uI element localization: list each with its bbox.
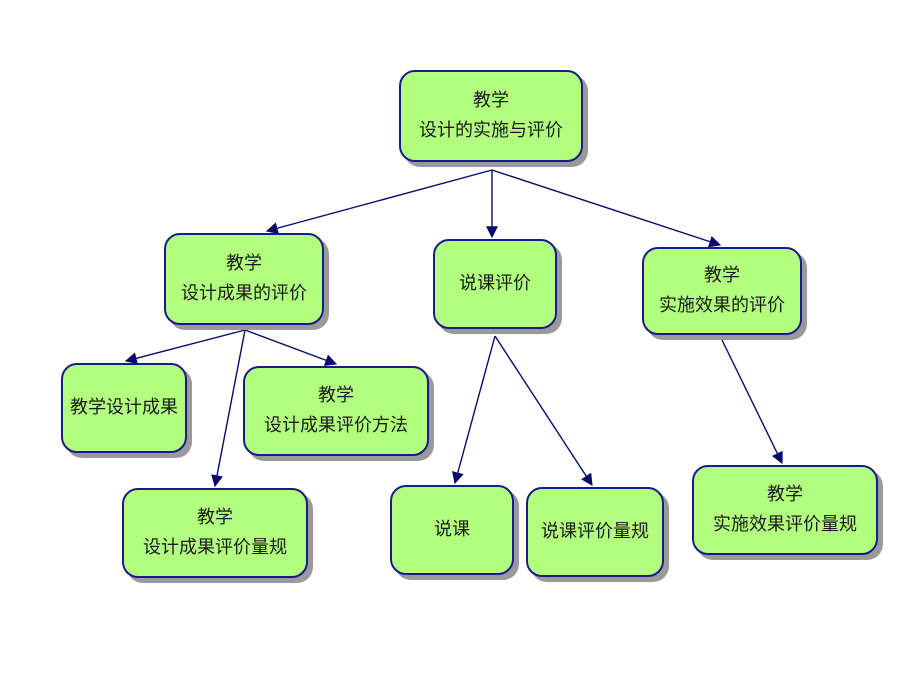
edge-design-d3 [211, 329, 246, 488]
node-d3-line-1: 教学 [197, 507, 233, 528]
node-design-outcome-evaluation[interactable]: 教学 设计成果的评价 [164, 233, 324, 325]
edge-root-design [265, 169, 493, 234]
node-talk-line-1: 说课评价 [459, 273, 531, 294]
node-i1-line-1: 教学 [767, 484, 803, 505]
node-design-outcome[interactable]: 教学设计成果 [61, 363, 187, 453]
node-d1-line-1: 教学设计成果 [70, 397, 178, 418]
node-impl-line-1: 教学 [704, 265, 740, 286]
node-d3-line-2: 设计成果评价量规 [143, 537, 287, 558]
node-design-evaluation-method[interactable]: 教学 设计成果评价方法 [243, 366, 429, 456]
node-d2-line-2: 设计成果评价方法 [264, 415, 408, 436]
node-implementation-effect-evaluation[interactable]: 教学 实施效果的评价 [642, 247, 802, 335]
edge-design-d1 [124, 329, 246, 365]
node-t2-line-1: 说课评价量规 [541, 521, 649, 542]
node-i1-line-2: 实施效果评价量规 [713, 514, 857, 535]
node-lecture-evaluation-rubric[interactable]: 说课评价量规 [526, 487, 664, 577]
node-impl-line-2: 实施效果的评价 [659, 295, 785, 316]
edge-root-impl [491, 169, 722, 248]
edge-talk-t1 [452, 335, 496, 485]
node-design-evaluation-rubric[interactable]: 教学 设计成果评价量规 [122, 488, 308, 578]
edge-talk-t2 [494, 335, 593, 487]
node-root-line-2: 设计的实施与评价 [419, 120, 563, 141]
node-t1-line-1: 说课 [434, 519, 470, 540]
edge-design-d2 [244, 329, 338, 366]
node-implementation-evaluation-rubric[interactable]: 教学 实施效果评价量规 [692, 465, 878, 555]
node-design-line-1: 教学 [226, 253, 262, 274]
node-lecture[interactable]: 说课 [390, 485, 514, 575]
node-lecture-evaluation[interactable]: 说课评价 [433, 239, 557, 329]
node-design-line-2: 设计成果的评价 [181, 283, 307, 304]
node-d2-line-1: 教学 [318, 385, 354, 406]
node-root-line-1: 教学 [473, 90, 509, 111]
node-root-teaching-design-implementation-evaluation[interactable]: 教学 设计的实施与评价 [399, 70, 583, 162]
edge-impl-i1 [721, 339, 783, 465]
